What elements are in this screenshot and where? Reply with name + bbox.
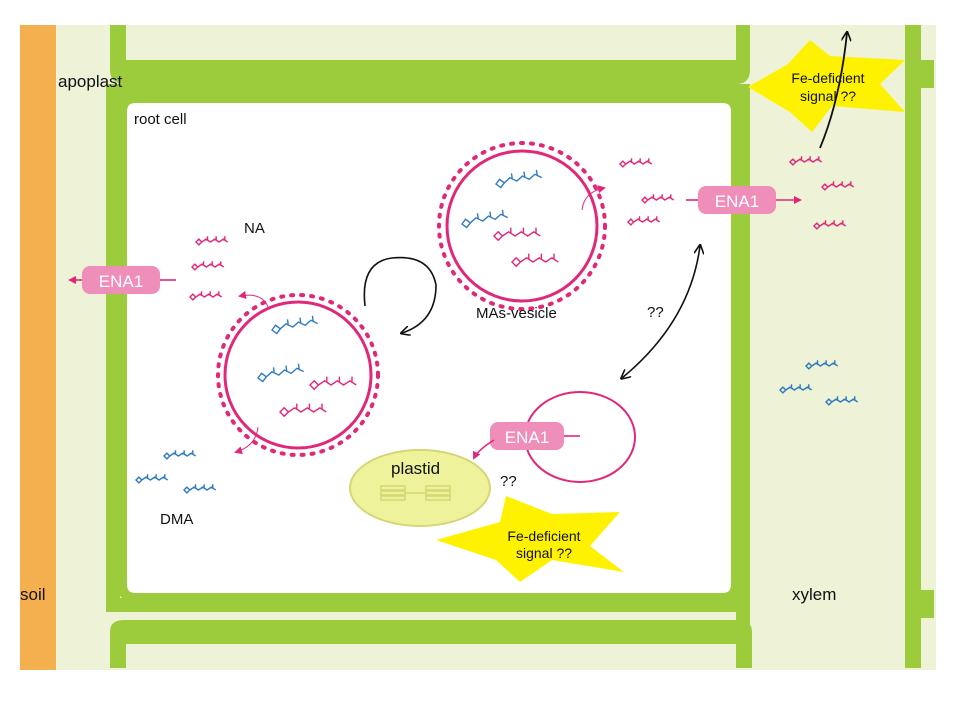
ena1-lower-label: ENA1 [505,428,549,447]
xylem-dma-molecule-1 [805,360,839,370]
signal-top-arrow [819,33,847,149]
release-arrow-2 [234,426,259,455]
dma-molecule-1 [163,450,197,460]
plastid-label: plastid [391,459,440,478]
apoplast-label: apoplast [58,72,123,91]
dma-molecule-2 [135,474,169,484]
ena1-right: ENA1 [686,186,802,214]
vesicle-left-molecule-3 [309,376,357,391]
xylem-label: xylem [792,585,836,604]
xylem-na-molecule-1 [789,156,823,166]
xylem-dma-molecule-2 [779,384,813,394]
ena1-right-label: ENA1 [715,192,759,211]
vesicle-label: MAs-vesicle [476,305,557,322]
ena1-left-label: ENA1 [99,272,143,291]
vesicle-right-molecule-3 [493,227,541,242]
vesicle-left-molecule-1 [271,315,319,335]
unknown-label-mid: ?? [500,473,517,490]
signal-star-bottom: Fe-deficient signal ?? [436,496,624,582]
signal-star-top: Fe-deficient signal ?? [748,40,905,132]
xylem-na-molecule-2 [821,181,855,191]
plastid: plastid [349,449,491,527]
release-arrow-1 [238,290,269,308]
na-molecule-1 [195,236,229,246]
vesicle-left-molecule-4 [279,403,327,418]
root-cell-label: root cell [134,111,187,128]
vesicle-right-molecule-4 [511,253,559,268]
ena1-lower: ENA1 [473,422,580,460]
signal-top-line2: signal ?? [800,88,856,104]
release-arrow-3 [581,185,606,211]
na-label: NA [244,220,265,237]
molecules [135,156,859,494]
soil-region [20,25,56,670]
soil-label: soil [20,585,46,604]
signal-bottom-line2: signal ?? [516,545,572,561]
vesicle-left-molecule-2 [257,363,305,383]
released-molecule-2 [641,194,675,204]
xylem-region [756,100,901,660]
dma-label: DMA [160,511,193,528]
signal-bottom-line1: Fe-deficient [507,528,580,544]
ena1-left: ENA1 [68,266,176,294]
vesicle-right-molecule-2 [461,209,509,229]
vesicle-right [437,141,607,311]
xylem-dma-molecule-3 [825,396,859,406]
bidirectional-arrow [622,246,700,378]
vesicle-left [216,293,380,457]
vesicle-right-molecule-1 [495,169,543,189]
released-molecule-1 [619,158,653,168]
na-molecule-2 [191,261,225,271]
released-molecule-3 [627,216,661,226]
na-molecule-3 [189,291,223,301]
signal-top-line1: Fe-deficient [791,70,864,86]
vesicle-transfer-arrow [363,256,437,333]
dma-molecule-3 [183,484,217,494]
unknown-label-top: ?? [647,304,664,321]
xylem-na-molecule-3 [813,220,847,230]
